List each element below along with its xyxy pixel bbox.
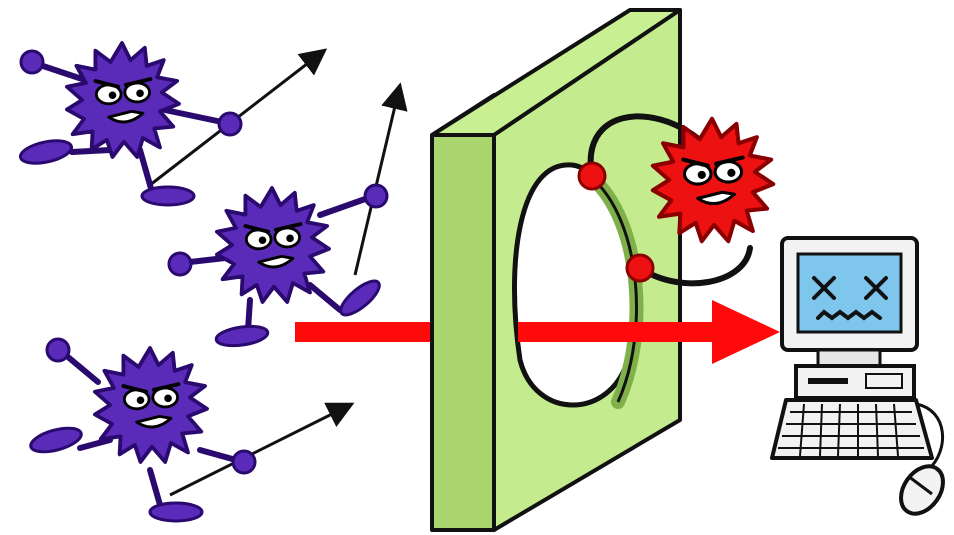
purple-virus-icon [92, 346, 209, 464]
keyboard [770, 398, 934, 460]
firewall-side [430, 93, 496, 532]
bounce-arrow-2 [353, 82, 408, 276]
mouse-icon [899, 464, 945, 516]
blocked-virus-2 [167, 82, 408, 348]
infected-computer [770, 236, 945, 516]
purple-virus-icon [64, 41, 181, 159]
intruding-virus [577, 113, 773, 287]
attack-arrow-left [295, 322, 435, 342]
monitor-screen [796, 252, 903, 334]
bounce-arrow-3 [169, 402, 355, 497]
blocked-virus-3 [29, 337, 355, 523]
dead-face-icon [812, 276, 888, 321]
blocked-virus-1 [18, 41, 328, 207]
attack-arrow-right [518, 300, 780, 364]
